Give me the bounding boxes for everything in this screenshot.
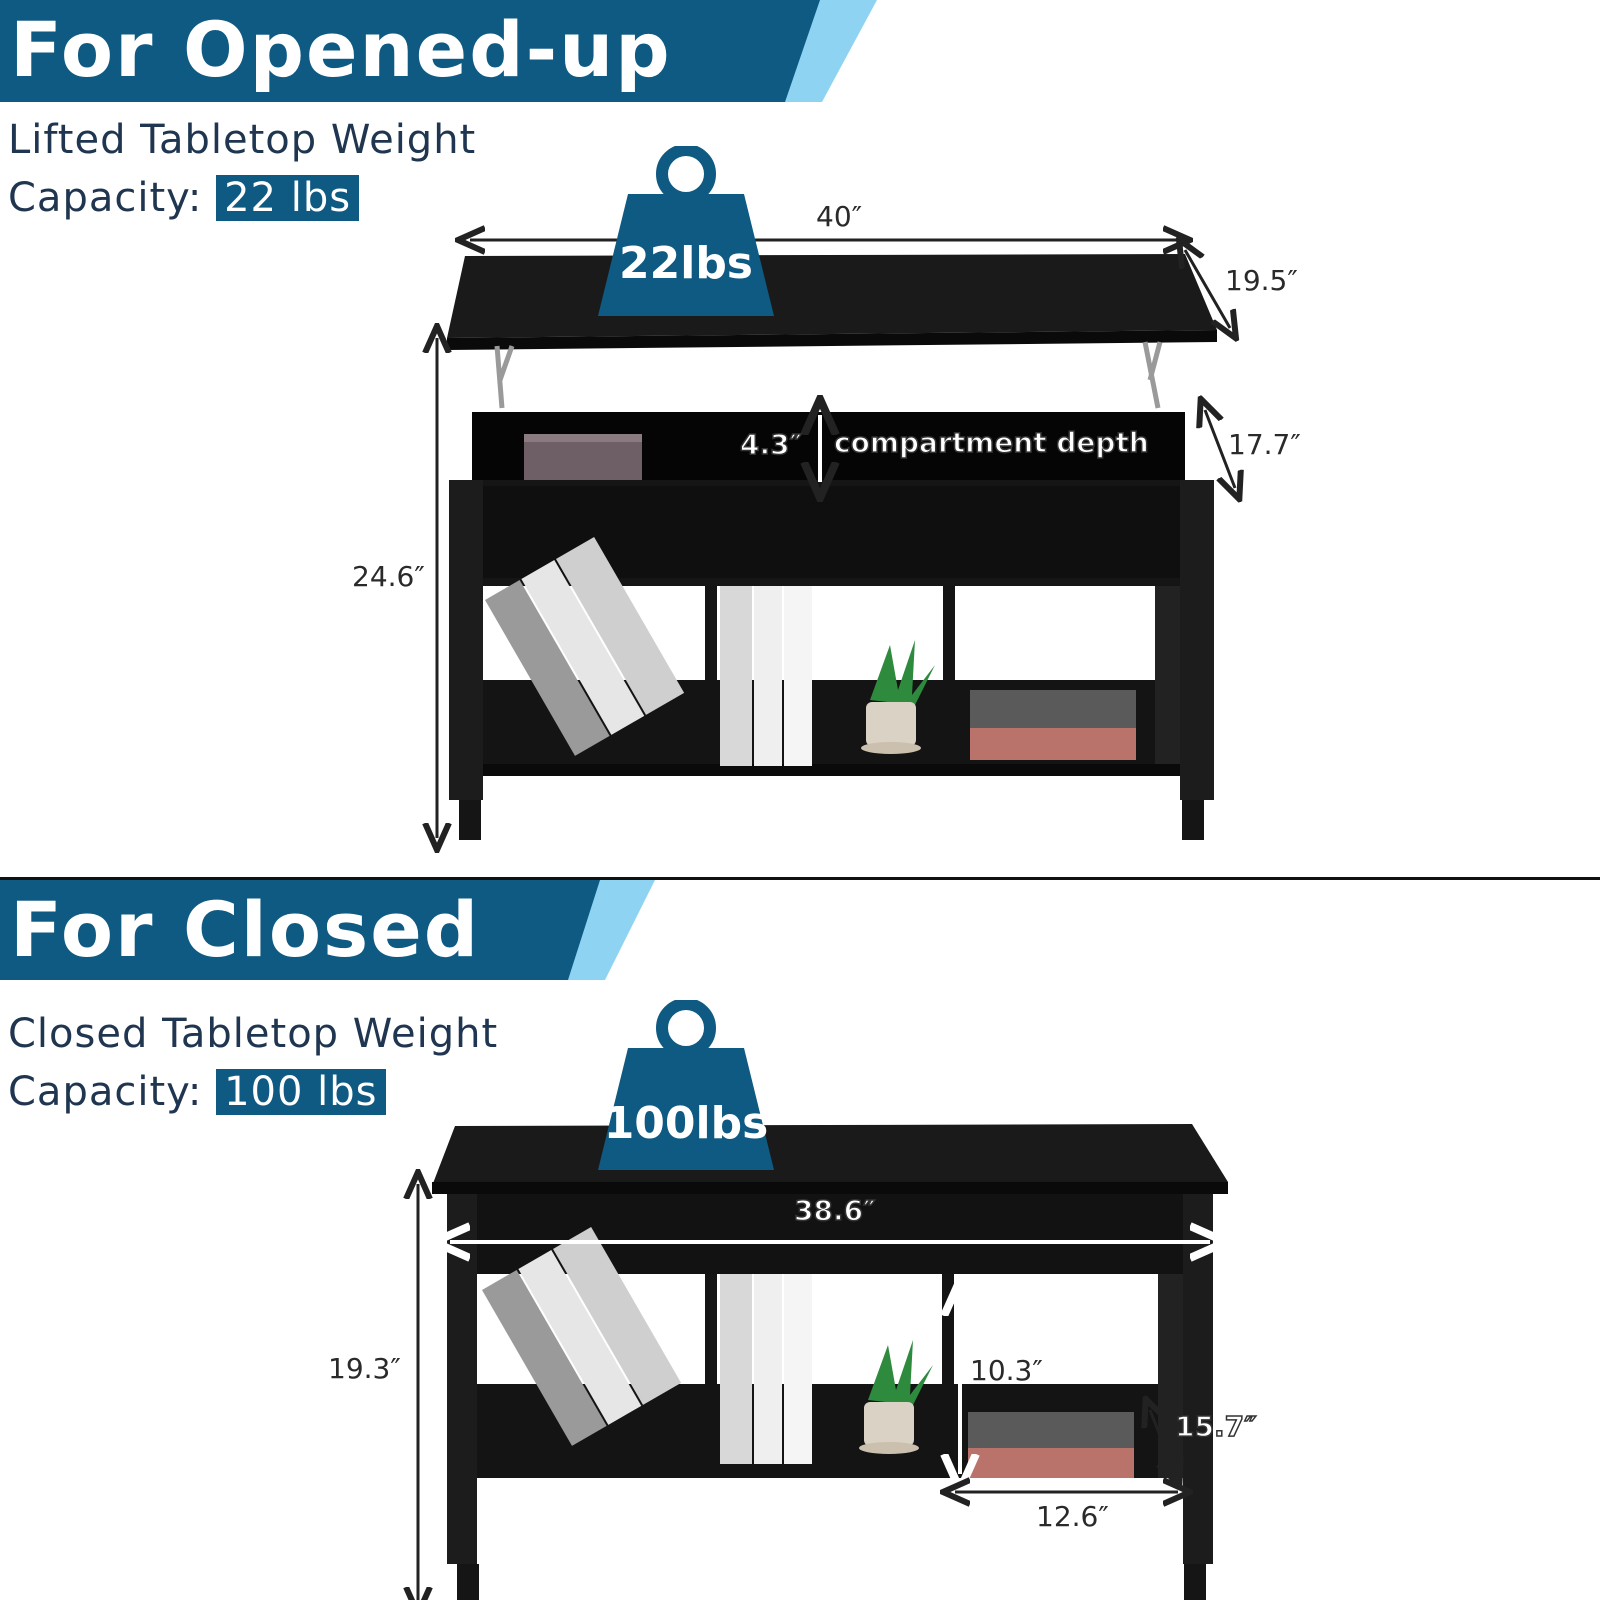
dim-inner-width: 38.6″ [793,1193,876,1228]
capacity-badge-closed: 100 lbs [216,1069,386,1115]
section-divider [0,877,1600,880]
weight-icon [598,146,774,316]
section-opened-up: For Opened-up Lifted Tabletop Weight Cap… [0,0,1600,875]
dimension-lines-closed [0,880,1600,1600]
dim-compartment-value: 4.3″ [739,427,803,462]
weight-caption-line2: Capacity: 22 lbs [8,174,360,222]
weight-caption-line1-closed: Closed Tabletop Weight [8,1011,499,1057]
dim-height-closed: 19.3″ [328,1352,401,1385]
caption-prefix-closed: Capacity: [8,1069,203,1115]
dim-shelf-height: 10.3″ [970,1354,1043,1387]
section-closed: For Closed Closed Tabletop Weight Capaci… [0,880,1600,1600]
banner-title: For Opened-up [10,5,672,94]
weight-icon-closed [598,1000,774,1170]
dim-width: 40″ [816,200,863,233]
banner-closed [0,880,655,980]
weight-caption-line1: Lifted Tabletop Weight [8,117,477,163]
banner-title-closed: For Closed [10,885,481,974]
weight-badge-label-closed: 100lbs [603,1098,769,1149]
dim-shelf-depth: 15.7″ [1174,1409,1257,1444]
weight-badge-label: 22lbs [619,238,753,289]
dim-depth: 19.5″ [1225,264,1298,297]
banner-opened-up [0,0,877,102]
dimension-lines-opened [0,0,1600,875]
dim-height: 24.6″ [352,560,425,593]
dim-inner-depth: 17.7″ [1228,428,1301,461]
capacity-badge: 22 lbs [216,175,360,221]
caption-prefix: Capacity: [8,175,203,221]
dim-compartment-label: compartment depth [833,425,1149,460]
weight-caption-line2-closed: Capacity: 100 lbs [8,1068,386,1116]
dim-shelf-width: 12.6″ [1036,1500,1109,1533]
